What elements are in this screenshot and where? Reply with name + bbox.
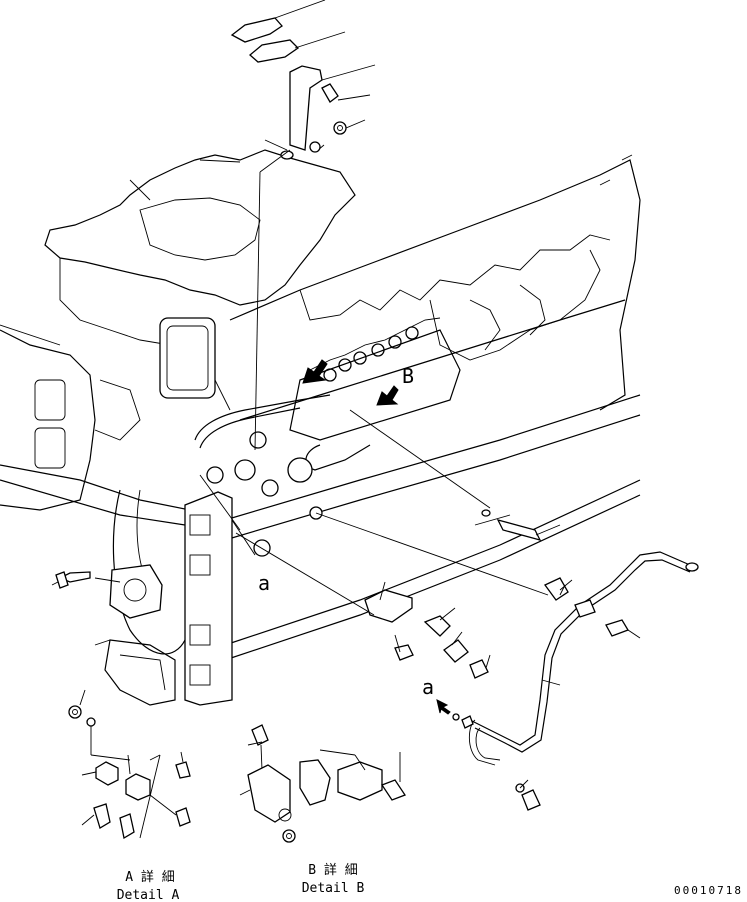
detail-b-title-en: Detail B (302, 881, 365, 896)
direction-arrow-icons (302, 359, 399, 406)
leader-lines (0, 0, 641, 789)
top-bracket-group (230, 17, 347, 160)
bolt-icon (55, 571, 91, 589)
detail-a-drawing (68, 689, 191, 840)
letter-b-main: B (402, 364, 414, 388)
arrow-a-icon (436, 699, 451, 715)
pipe-assembly (364, 509, 699, 811)
detail-a-title-jp: A 詳 細 (125, 869, 174, 885)
detail-b-title-jp: B 詳 細 (308, 862, 357, 878)
detail-b-drawing (239, 724, 406, 843)
drawing-number: 00010718 (674, 884, 743, 897)
detail-a-title-en: Detail A (117, 888, 180, 902)
letter-a-main: a (258, 571, 270, 595)
engine-block (0, 149, 641, 706)
letter-a-arrow: a (422, 675, 434, 699)
injection-pump (194, 317, 461, 557)
